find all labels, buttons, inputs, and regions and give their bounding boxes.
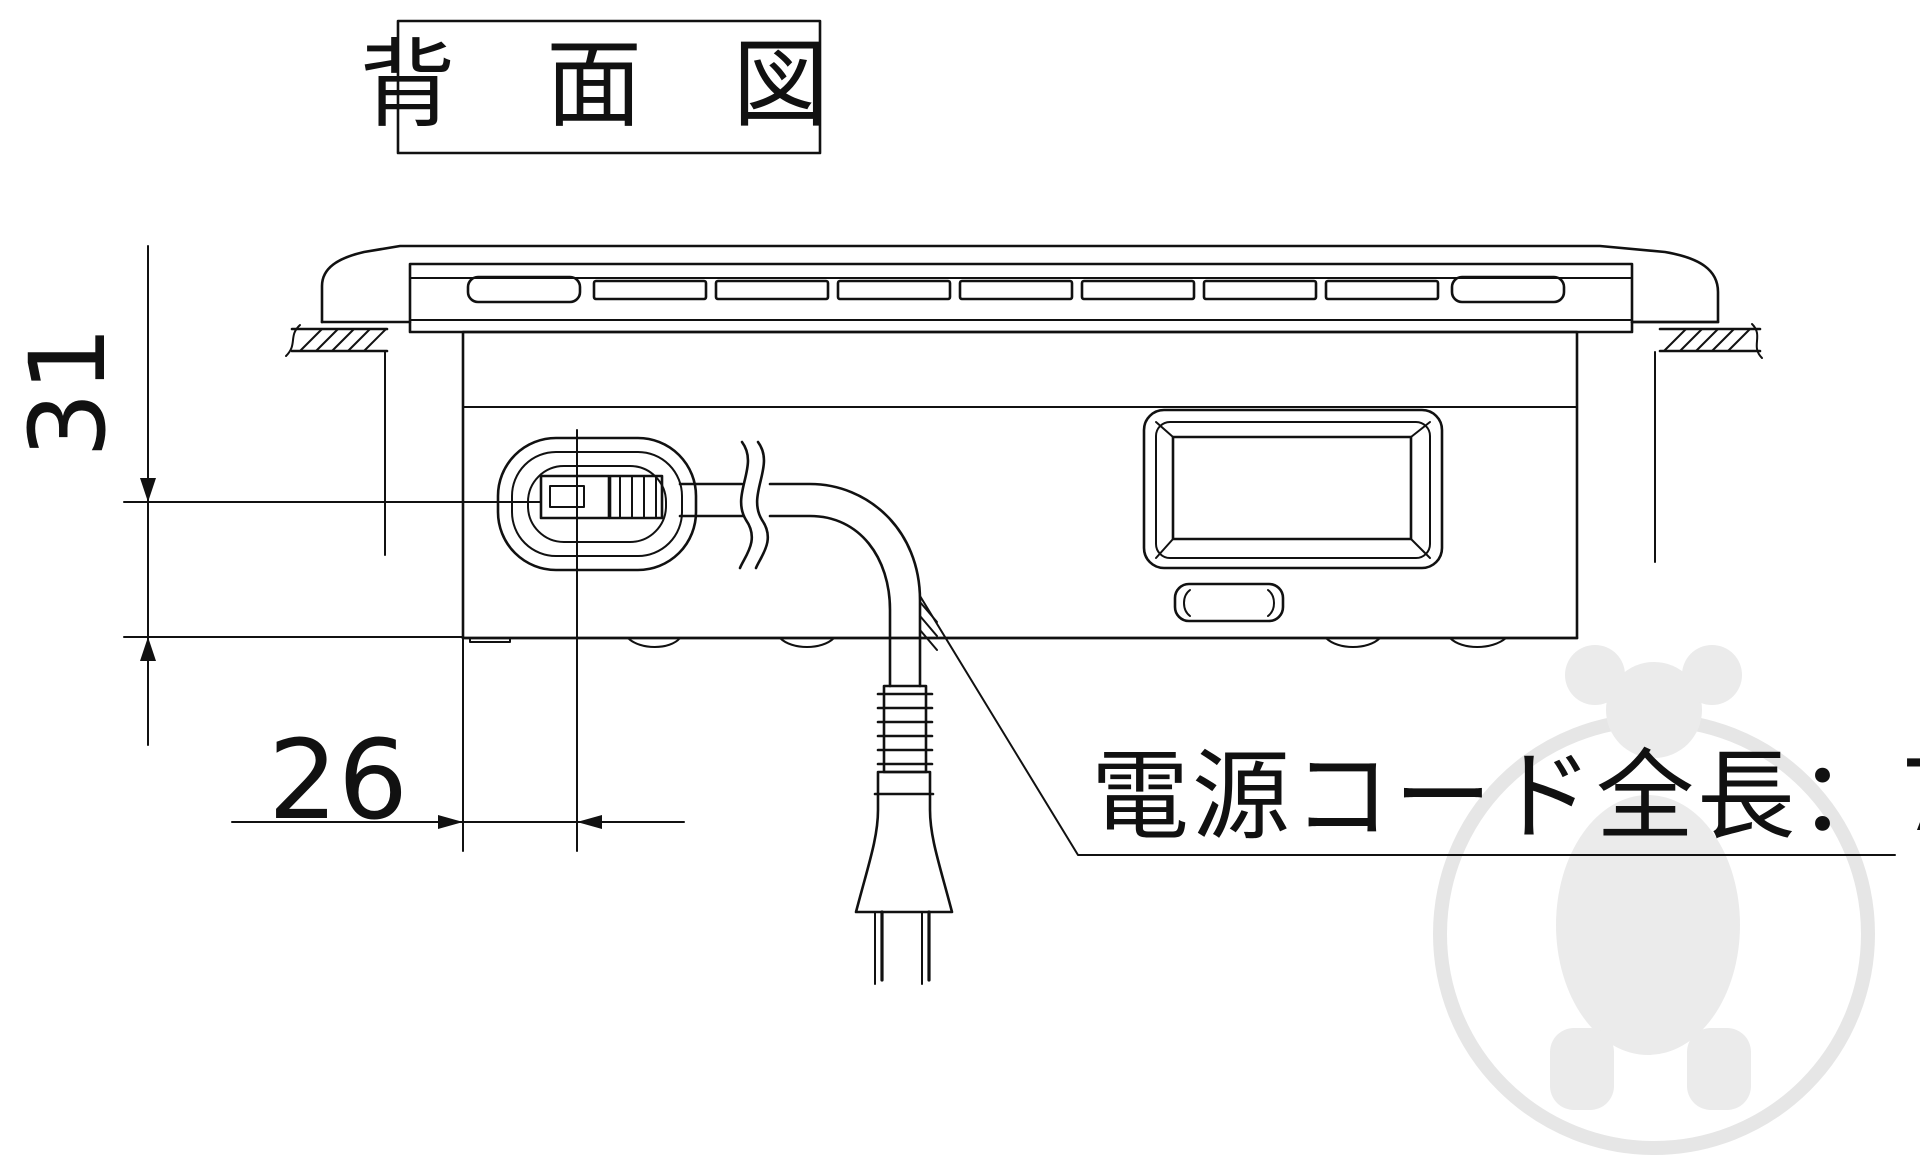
dimension-31-arrow-upper bbox=[140, 478, 156, 502]
vent-slot-3 bbox=[714, 279, 830, 301]
cord-length-callout: 電源コード全長：700 bbox=[919, 595, 1920, 856]
watermark-body bbox=[1556, 795, 1740, 1055]
vent-slot-8 bbox=[1324, 279, 1440, 301]
vent-slot-9 bbox=[1450, 275, 1566, 304]
top-plate-outline bbox=[320, 244, 1720, 324]
rear-switch bbox=[1173, 582, 1285, 623]
countertop-left-break bbox=[285, 324, 301, 357]
watermark-leg-left bbox=[1550, 1028, 1614, 1110]
watermark-mark bbox=[1433, 645, 1875, 1155]
inlet-outer-ring bbox=[496, 436, 698, 572]
dimension-26-arrow-right bbox=[577, 815, 602, 829]
cord-upper-path bbox=[768, 482, 922, 688]
vent-slot-1 bbox=[466, 275, 582, 304]
dimension-31: 31 bbox=[7, 245, 542, 746]
plug-body bbox=[854, 770, 954, 914]
cord-lower-path bbox=[768, 514, 892, 688]
rear-window bbox=[1142, 408, 1444, 623]
countertop-right-break bbox=[1751, 323, 1763, 359]
dimension-31-label: 31 bbox=[7, 326, 129, 458]
dimension-26-label: 26 bbox=[268, 716, 408, 844]
vent-slot-4 bbox=[836, 279, 952, 301]
rear-window-middle bbox=[1155, 421, 1431, 559]
vent-slot-7 bbox=[1202, 279, 1318, 301]
cord-length-label: 電源コード全長：700 bbox=[1091, 740, 1920, 854]
power-inlet bbox=[496, 436, 698, 572]
power-cord bbox=[678, 440, 954, 985]
appliance-body bbox=[384, 330, 1656, 648]
watermark-leg-right bbox=[1687, 1028, 1751, 1110]
watermark-ear-left bbox=[1565, 645, 1625, 705]
dimension-26-arrow-left bbox=[438, 815, 463, 829]
top-plate bbox=[320, 244, 1720, 334]
strain-relief bbox=[882, 684, 928, 774]
cord-break-left bbox=[738, 440, 753, 570]
watermark-ear-right bbox=[1682, 645, 1742, 705]
vent-slot-5 bbox=[958, 279, 1074, 301]
watermark-head bbox=[1606, 662, 1702, 758]
inlet-inner-ring bbox=[527, 465, 667, 543]
inlet-middle-ring bbox=[511, 451, 683, 557]
rear-window-inner bbox=[1171, 435, 1413, 541]
dimension-26: 26 bbox=[231, 429, 685, 852]
inlet-plug-body bbox=[539, 474, 611, 520]
vent-slot-2 bbox=[592, 279, 708, 301]
title-box: 背 面 図 bbox=[359, 19, 858, 155]
dimension-31-arrow-lower bbox=[140, 637, 156, 661]
cord-break-right bbox=[754, 440, 769, 570]
vent-slot-6 bbox=[1080, 279, 1196, 301]
title-text: 背 面 図 bbox=[359, 29, 858, 141]
cord-length-leader bbox=[919, 595, 1896, 856]
rear-window-outer bbox=[1142, 408, 1444, 570]
countertop-right bbox=[1658, 323, 1763, 359]
countertop-left bbox=[285, 324, 389, 357]
title-frame bbox=[396, 19, 822, 155]
